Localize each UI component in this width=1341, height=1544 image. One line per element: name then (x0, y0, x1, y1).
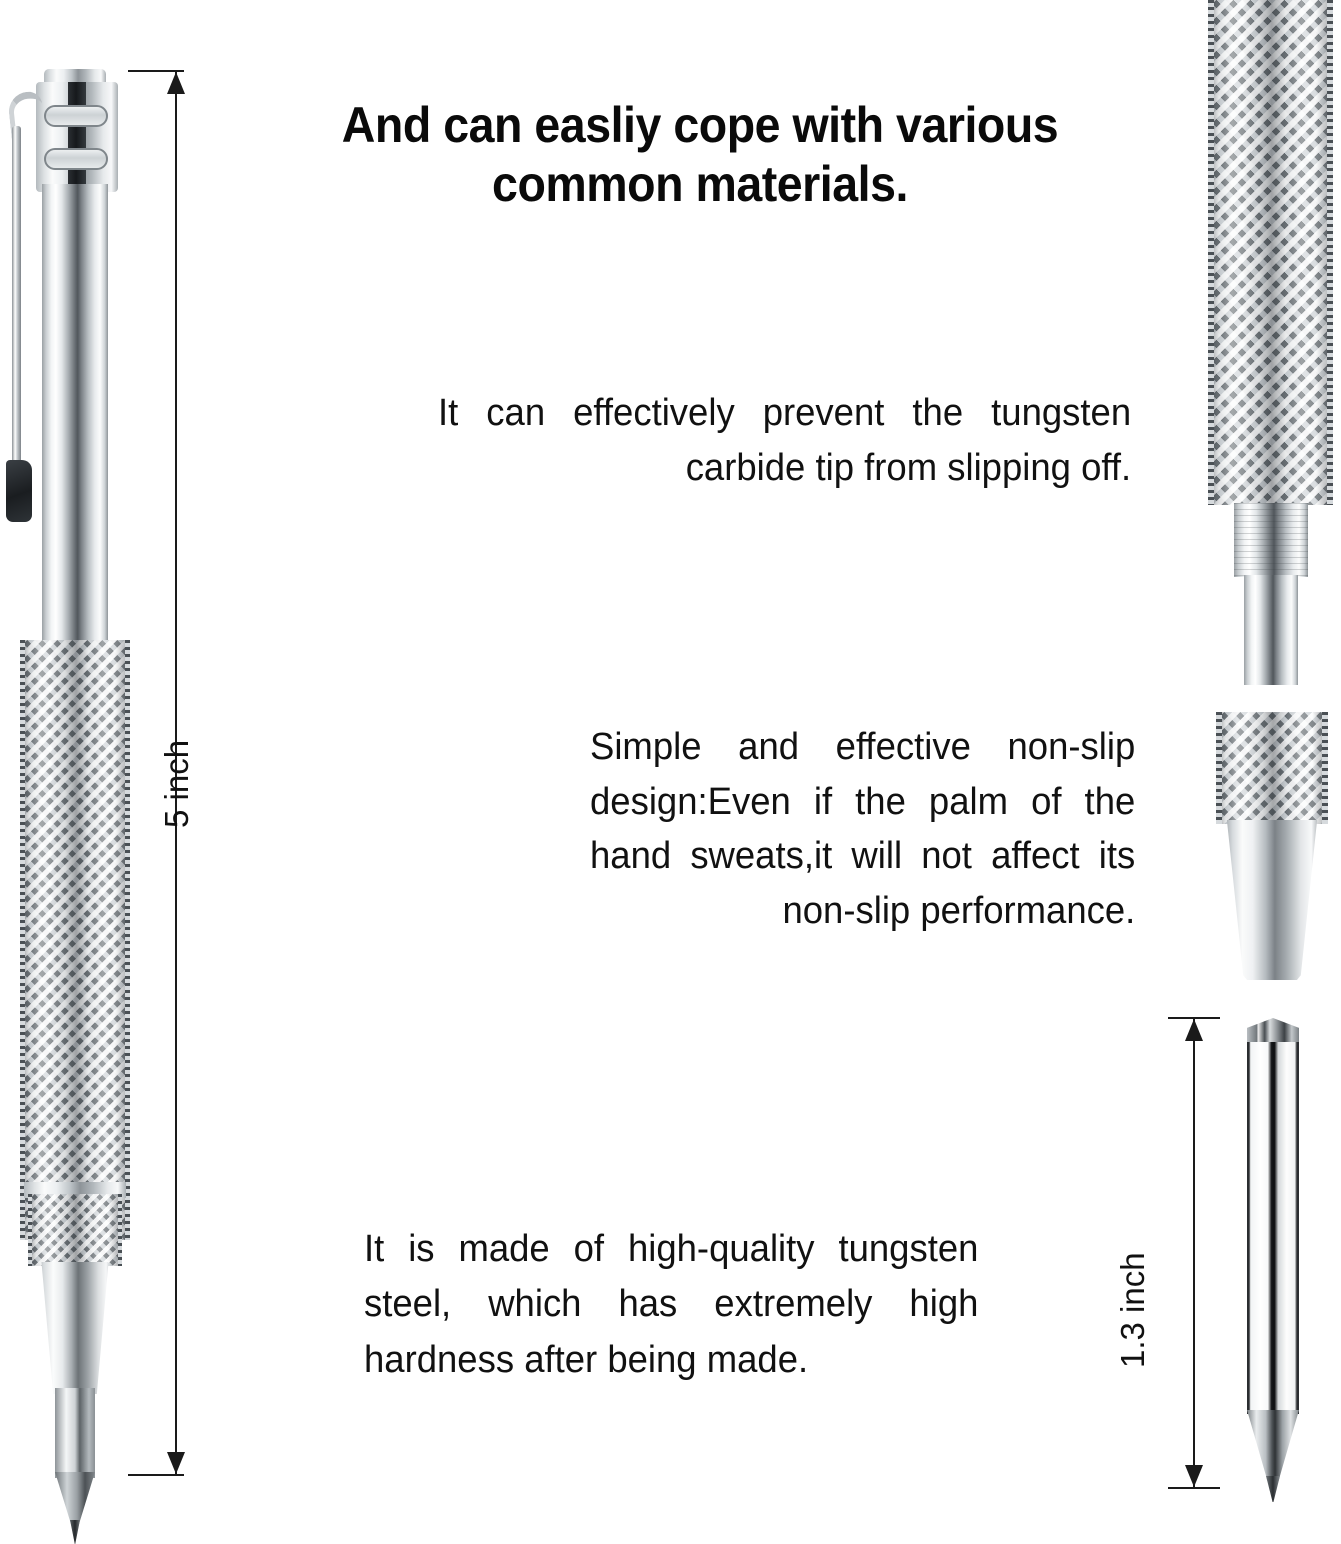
tip-point (1266, 1476, 1280, 1502)
product-part-knurled-body (1208, 0, 1333, 700)
threaded-step (1234, 503, 1308, 577)
dimension-shaft (175, 72, 177, 1474)
pen-tip-knurled-collar (28, 1194, 122, 1266)
knurl-edge-right (1327, 0, 1333, 505)
dimension-cap-bottom (128, 1474, 184, 1476)
clamp-dark-band (68, 82, 86, 192)
dimension-cap-top (1168, 1017, 1220, 1019)
knurl-shading (20, 640, 130, 1240)
knurl-edge-right (125, 640, 130, 1240)
knurl-edge-left (1208, 0, 1214, 505)
tip-taper (1247, 1410, 1299, 1482)
product-image-scribe-pen (0, 62, 200, 1544)
clamp-slot-lower (44, 148, 108, 170)
knurl-shading (1208, 0, 1333, 505)
knurl-edge-right (1322, 712, 1328, 824)
feature-text-tungsten-steel: It is made of high-quality tungsten stee… (364, 1228, 979, 1381)
knurled-section (1208, 0, 1333, 505)
feature-text-non-slip: Simple and effective non-slip design:Eve… (590, 726, 1136, 933)
clamp-slot-upper (44, 105, 108, 127)
headline-line-1: And can easliy cope with various (341, 97, 1059, 153)
page-title: And can easliy cope with various common … (282, 96, 1119, 214)
arrow-up-icon (1185, 1019, 1203, 1041)
arrow-up-icon (167, 72, 185, 94)
dimension-cap-top (128, 70, 184, 72)
tip-hex-rod (1247, 1042, 1299, 1414)
pen-barrel-smooth (42, 184, 108, 646)
tapered-body (1226, 820, 1318, 980)
tip-faceted-head (1247, 1018, 1299, 1044)
knurl-edge-right (118, 1194, 122, 1266)
dimension-shaft (1193, 1019, 1195, 1487)
headline-line-2: common materials. (492, 156, 908, 212)
pocket-clip (4, 90, 48, 522)
arrow-down-icon (1185, 1465, 1203, 1487)
dimension-label-tip-length: 1.3 inch (1114, 1252, 1151, 1368)
arrow-down-icon (167, 1452, 185, 1474)
knurl-shading (1216, 712, 1328, 824)
feature-text-carbide-tip: It can effectively prevent the tungsten … (438, 392, 1132, 490)
pen-knurled-grip (20, 640, 130, 1240)
knurl-edge-left (28, 1194, 32, 1266)
dimension-cap-bottom (1168, 1487, 1220, 1489)
pen-tip-shank (55, 1388, 95, 1478)
pen-clamp-assembly (36, 82, 118, 192)
knurled-collar (1216, 712, 1328, 824)
knurl-edge-left (1216, 712, 1222, 824)
pen-carbide-tip (55, 1472, 95, 1528)
product-part-replacement-tip (1240, 1018, 1310, 1502)
clip-stem (12, 126, 21, 478)
knurl-shading (28, 1194, 122, 1266)
thread-rings (1234, 503, 1308, 577)
smooth-shaft (1244, 575, 1298, 685)
pen-carbide-point (70, 1520, 80, 1544)
pen-nose-cone (41, 1262, 109, 1394)
knurl-edge-left (20, 640, 25, 1240)
product-part-nose-cone (1204, 712, 1340, 982)
clip-foot (6, 460, 32, 522)
